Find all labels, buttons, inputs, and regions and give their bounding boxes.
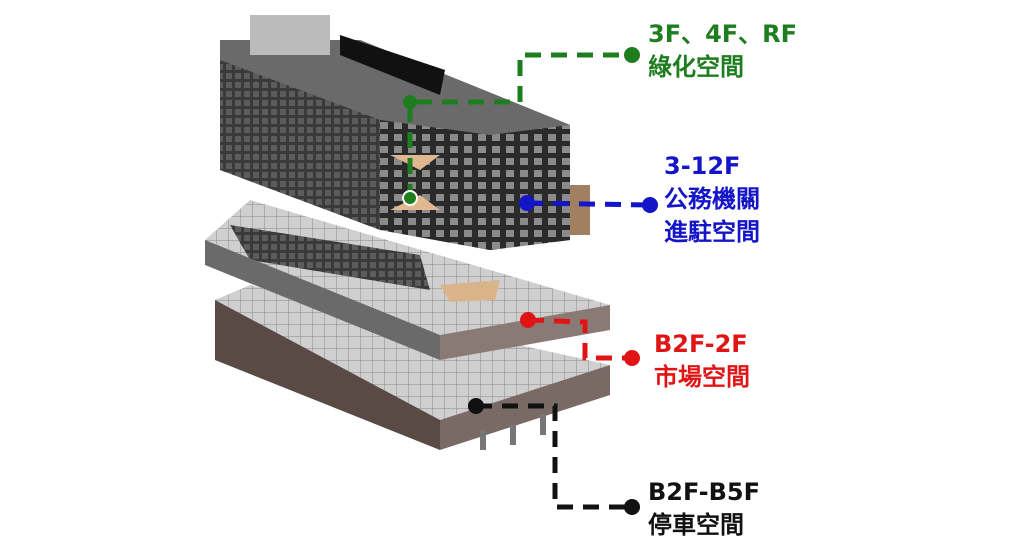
parking-desc: 停車空間: [648, 511, 744, 539]
green-dot: [624, 47, 640, 63]
blue-dot: [519, 195, 535, 211]
office-desc-1: 公務機關: [664, 185, 760, 213]
parking-space-label: B2F-B5F 停車空間: [648, 476, 760, 542]
podium-block: [205, 200, 610, 360]
black-dot: [468, 398, 484, 414]
blue-dot: [642, 197, 658, 213]
parking-floors: B2F-B5F: [648, 478, 760, 506]
market-space-label: B2F-2F 市場空間: [654, 328, 750, 394]
office-floors: 3-12F: [664, 152, 741, 180]
office-space-label: 3-12F 公務機關 進駐空間: [664, 150, 760, 249]
market-desc: 市場空間: [654, 363, 750, 391]
green-floors: 3F、4F、RF: [648, 20, 798, 48]
red-dot: [520, 312, 536, 328]
blue-leader-line: [526, 200, 651, 208]
black-leader-line: [476, 403, 632, 510]
basement-block: [215, 285, 610, 450]
green-leader-line: [407, 52, 632, 200]
black-dot: [624, 499, 640, 515]
green-space-label: 3F、4F、RF 綠化空間: [648, 18, 797, 84]
green-dot: [403, 95, 417, 109]
red-leader-line: [527, 317, 632, 361]
market-floors: B2F-2F: [654, 330, 748, 358]
red-dot: [624, 350, 640, 366]
tower-block: [220, 15, 590, 250]
office-desc-2: 進駐空間: [664, 218, 760, 246]
green-desc: 綠化空間: [648, 53, 744, 81]
green-dot: [402, 190, 418, 206]
